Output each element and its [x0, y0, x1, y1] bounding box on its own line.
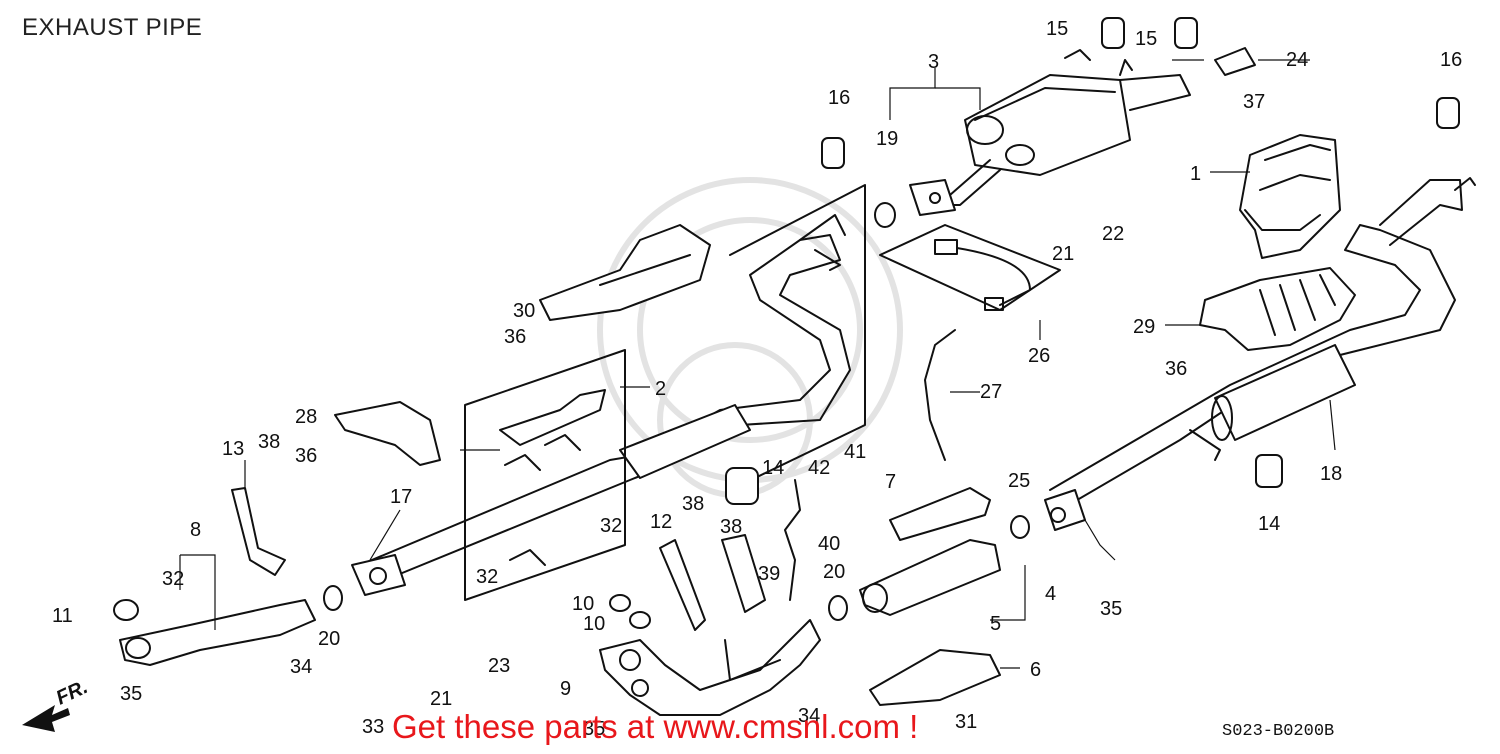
callout-35-b: 35: [1100, 598, 1122, 620]
callout-8: 8: [190, 519, 201, 541]
converter-4: [859, 539, 1001, 616]
gasket-25: [1010, 515, 1030, 539]
callout-12: 12: [650, 511, 672, 533]
callout-38-b: 38: [682, 493, 704, 515]
mount-16-left: [821, 137, 845, 169]
heat-shield-1: [1239, 134, 1341, 259]
gasket-11: [113, 599, 139, 621]
callout-34-a: 34: [290, 656, 312, 678]
diagram-code: S023-B0200B: [1222, 722, 1335, 741]
gasket-19: [874, 202, 896, 228]
front-pipe-8: [119, 599, 316, 666]
mount-14-right: [1255, 454, 1283, 488]
callout-17: 17: [390, 486, 412, 508]
callout-21-b: 21: [1052, 243, 1074, 265]
callout-32-b: 32: [600, 515, 622, 537]
rear-muffler: [909, 49, 1191, 216]
callout-31: 31: [955, 711, 977, 733]
callout-27: 27: [980, 381, 1002, 403]
callout-4: 4: [1045, 583, 1056, 605]
callout-15-a: 15: [1046, 18, 1068, 40]
promo-banner: Get these parts at www.cmsnl.com !: [392, 708, 919, 745]
callout-34-b: 34: [798, 705, 820, 727]
callout-15-b: 15: [1135, 28, 1157, 50]
callout-22: 22: [1102, 223, 1124, 245]
callout-25: 25: [1008, 470, 1030, 492]
callout-5: 5: [990, 613, 1001, 635]
callout-38-c: 38: [720, 516, 742, 538]
callout-42: 42: [808, 457, 830, 479]
sensor-cable-40: [784, 479, 801, 601]
mount-16-right: [1436, 97, 1460, 129]
callout-13: 13: [222, 438, 244, 460]
callout-35-c: 35: [583, 718, 605, 740]
callout-37: 37: [1243, 91, 1265, 113]
callout-19: 19: [876, 128, 898, 150]
callout-39: 39: [758, 563, 780, 585]
callout-7: 7: [885, 471, 896, 493]
callout-24: 24: [1286, 49, 1308, 71]
gasket-20-b: [828, 595, 848, 621]
callout-36-c: 36: [1165, 358, 1187, 380]
callout-labels: 1 2 3 4 5 6 7 8 9 10 10 11 12 13 14 14 1…: [52, 18, 1462, 740]
bracket-set-2: [499, 389, 606, 566]
callout-3: 3: [928, 51, 939, 73]
bracket-13: [231, 487, 286, 576]
center-pipe-18: [1044, 177, 1476, 531]
heat-shield-7: [889, 487, 991, 541]
callout-30: 30: [513, 300, 535, 322]
callout-9: 9: [560, 678, 571, 700]
callout-14-b: 14: [1258, 513, 1280, 535]
callout-1: 1: [1190, 163, 1201, 185]
tail-pipe-24: [1214, 47, 1256, 76]
callout-11: 11: [52, 605, 73, 627]
callout-36-b: 36: [295, 445, 317, 467]
callout-35-a: 35: [120, 683, 142, 705]
callout-20-a: 20: [318, 628, 340, 650]
oxygen-sensor-26: [879, 224, 1061, 311]
callout-14-a: 14: [762, 457, 784, 479]
callout-23: 23: [488, 655, 510, 677]
gasket-10-a: [609, 594, 631, 612]
callout-18: 18: [1320, 463, 1342, 485]
mount-14-left: [725, 467, 759, 505]
callout-6: 6: [1030, 659, 1041, 681]
diagram-title: EXHAUST PIPE: [22, 14, 203, 41]
sensor-cable-27: [924, 329, 956, 461]
mount-15-a: [1101, 17, 1125, 49]
bracket-39: [721, 534, 766, 613]
callout-38-a: 38: [258, 431, 280, 453]
callout-2: 2: [655, 378, 666, 400]
leader-lines: [179, 59, 1336, 669]
callout-40: 40: [818, 533, 840, 555]
gasket-10-b: [629, 611, 651, 629]
callout-16-b: 16: [1440, 49, 1462, 71]
callout-41: 41: [844, 441, 866, 463]
callout-29: 29: [1133, 316, 1155, 338]
callout-20-b: 20: [823, 561, 845, 583]
callout-16-a: 16: [828, 87, 850, 109]
heat-shield-6: [869, 649, 1001, 706]
heat-shield-28: [334, 401, 441, 466]
callout-10-a: 10: [572, 593, 594, 615]
gasket-20-a: [323, 585, 343, 611]
exhaust-pipe-9: [599, 619, 821, 716]
center-pipe-17: [351, 214, 851, 596]
front-direction-arrow: FR.: [22, 676, 91, 732]
callout-32-a: 32: [162, 568, 184, 590]
callout-33: 33: [362, 716, 384, 738]
callout-32-c: 32: [476, 566, 498, 588]
callout-26: 26: [1028, 345, 1050, 367]
bracket-12: [659, 539, 706, 631]
mount-15-b: [1174, 17, 1198, 49]
callout-28: 28: [295, 406, 317, 428]
heat-shield-30: [539, 224, 711, 321]
direction-label: FR.: [53, 676, 91, 710]
callout-10-b: 10: [583, 613, 605, 635]
heat-shield-29: [1199, 267, 1356, 351]
callout-21-a: 21: [430, 688, 452, 710]
callout-36-a: 36: [504, 326, 526, 348]
